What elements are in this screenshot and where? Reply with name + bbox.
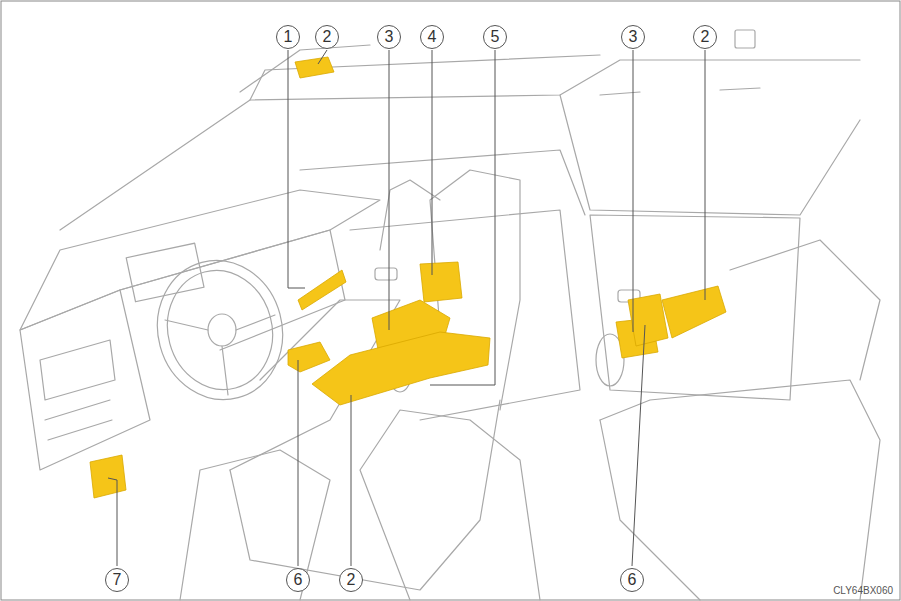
callout-number: 6	[620, 568, 644, 592]
callout-number: 3	[621, 25, 645, 49]
seatback-pocket	[420, 262, 462, 302]
rear-armrest-box	[662, 286, 726, 338]
console-box	[312, 332, 490, 405]
glove-box	[90, 455, 126, 498]
rear-cup-holder	[628, 294, 668, 346]
callout-number: 2	[693, 25, 717, 49]
callout-number: 2	[315, 25, 339, 49]
callout-number: 1	[276, 25, 300, 49]
cup-holder	[288, 342, 330, 372]
open-tray	[298, 270, 346, 310]
callout-number: 7	[105, 568, 129, 592]
sun-visor-pocket	[295, 57, 334, 78]
callout-number: 4	[420, 25, 444, 49]
figure-code: CLY64BX060	[833, 585, 893, 596]
callout-number: 5	[483, 25, 507, 49]
callout-number: 2	[339, 568, 363, 592]
callout-number: 3	[377, 25, 401, 49]
callout-number: 6	[286, 568, 310, 592]
